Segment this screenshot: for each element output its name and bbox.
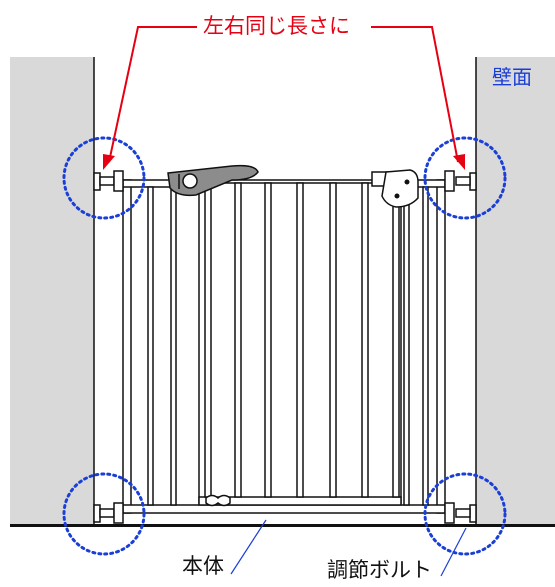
bolt-bottom-right — [444, 502, 477, 524]
label-wall: 壁面 — [492, 65, 532, 89]
right-wall — [476, 57, 555, 525]
circle-top-left — [62, 136, 146, 220]
arrow-head-left — [103, 154, 115, 170]
highlight-circles — [62, 136, 507, 556]
label-body: 本体 — [182, 554, 224, 578]
circle-bottom-left — [62, 472, 146, 556]
label-equal-sides: 左右同じ長さに — [197, 14, 356, 38]
arrow-head-right — [453, 154, 465, 170]
bolt-top-left — [93, 170, 124, 192]
label-adjust-bolt: 調節ボルト — [327, 558, 432, 582]
leader-bolt — [440, 527, 467, 577]
gate-door — [198, 171, 402, 507]
latch-dot-2 — [394, 193, 400, 199]
handle-ring-icon — [182, 173, 198, 189]
left-wall — [10, 57, 94, 525]
bolt-bottom-left — [93, 502, 124, 524]
circle-bottom-right — [423, 472, 507, 556]
leader-body — [230, 519, 267, 575]
floor-line — [10, 524, 555, 527]
circle-top-right — [423, 136, 507, 220]
latch-block — [381, 169, 419, 208]
bolt-top-right — [444, 170, 477, 192]
red-arrows — [108, 26, 459, 163]
latch-dot-1 — [404, 179, 410, 185]
